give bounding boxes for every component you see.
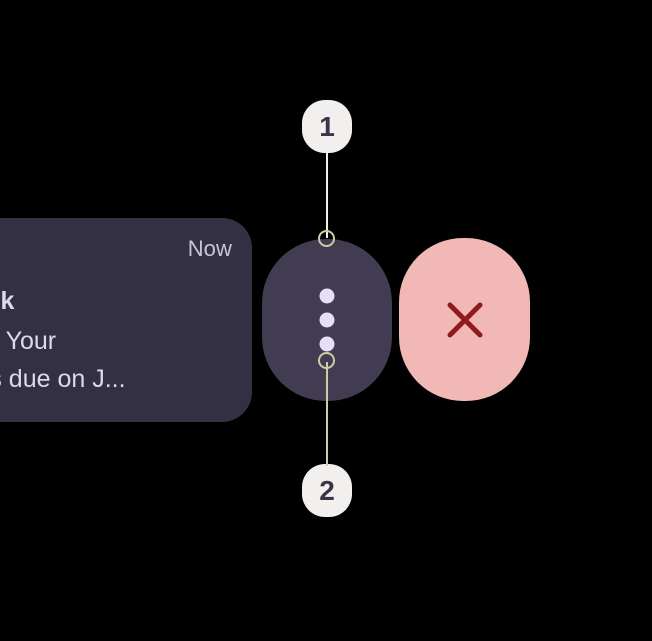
close-x-icon: [447, 302, 482, 337]
annotation-ring-marker-2: [318, 352, 335, 369]
dismiss-notification-button[interactable]: [399, 238, 530, 401]
dot-2: [319, 312, 335, 328]
dot-1: [319, 288, 335, 304]
annotation-badge-2: 2: [302, 464, 352, 517]
notification-body-text: der: Your nt is due on J...: [0, 327, 126, 393]
three-dots-vertical-icon: [319, 288, 335, 352]
annotation-leader-line-2: [326, 362, 328, 466]
annotation-ring-marker-1: [318, 230, 335, 247]
notification-timestamp: Now: [187, 236, 232, 261]
annotation-badge-1: 1: [302, 100, 352, 153]
notification-card[interactable]: Now bank der: Your nt is due on J...: [0, 218, 252, 422]
annotation-leader-line-1: [326, 150, 328, 238]
notification-title: bank: [0, 287, 15, 315]
dot-3: [319, 336, 335, 352]
